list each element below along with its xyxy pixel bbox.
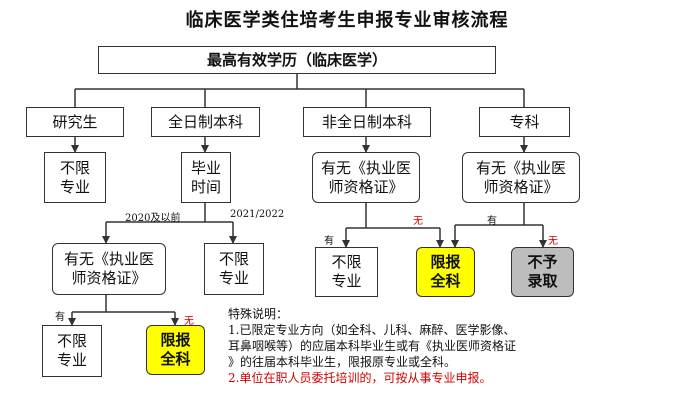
label-yes-fulltime: 有 — [55, 312, 65, 323]
unlimited-major-box-parttime: 不限 专业 — [315, 247, 378, 297]
highest-degree-box: 最高有效学历（临床医学） — [98, 46, 496, 74]
note-1-line-2: 耳鼻咽喉等）的应届本科毕业生或有《执业医师资格证 — [228, 339, 517, 353]
note-1-line-1: 1.已限定专业方向（如全科、儿科、麻醉、医学影像、 — [228, 323, 516, 337]
unlimited-major-box-graduate: 不限 专业 — [44, 152, 106, 203]
special-notes: 特殊说明： 1.已限定专业方向（如全科、儿科、麻醉、医学影像、 耳鼻咽喉等）的应… — [228, 306, 690, 386]
junior-college-box: 专科 — [479, 107, 570, 137]
unlimited-major-box-with-license: 不限 专业 — [42, 325, 102, 377]
not-admitted-box: 不予 录取 — [511, 247, 574, 297]
label-2021-2022: 2021/2022 — [230, 209, 285, 220]
graduate-box: 研究生 — [26, 107, 124, 137]
notes-heading: 特殊说明： — [228, 307, 289, 321]
label-no-college: 无 — [548, 236, 558, 247]
license-check-box-fulltime: 有无《执业医 师资格证》 — [52, 243, 166, 295]
general-only-box-fulltime: 限报 全科 — [146, 325, 205, 375]
note-2: 2.单位在职人员委托培训的，可按从事专业申报。 — [228, 371, 492, 385]
graduation-time-box: 毕业 时间 — [181, 152, 231, 203]
label-no-fulltime: 无 — [184, 316, 194, 327]
note-1-line-3: 》的往届本科毕业生，限报原专业或全科。 — [228, 355, 457, 369]
parttime-bachelor-box: 非全日制本科 — [303, 107, 431, 137]
fulltime-bachelor-box: 全日制本科 — [151, 107, 260, 137]
label-2020-or-earlier: 2020及以前 — [125, 213, 181, 224]
page-title: 临床医学类住培考生申报专业审核流程 — [185, 10, 509, 31]
unlimited-major-box-2021: 不限 专业 — [204, 243, 264, 295]
license-check-box-college: 有无《执业医 师资格证》 — [462, 152, 580, 203]
license-check-box-parttime: 有无《执业医 师资格证》 — [312, 152, 420, 203]
label-no-parttime: 无 — [413, 216, 423, 227]
label-yes-college: 有 — [487, 216, 497, 227]
label-yes-parttime: 有 — [324, 236, 334, 247]
general-only-box-parttime: 限报 全科 — [416, 247, 475, 297]
